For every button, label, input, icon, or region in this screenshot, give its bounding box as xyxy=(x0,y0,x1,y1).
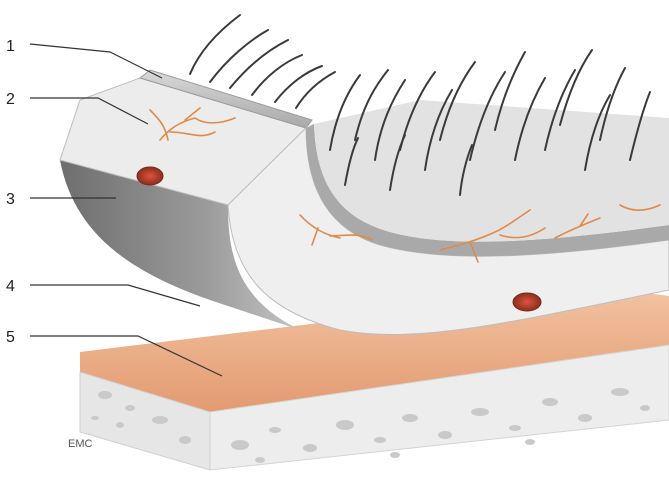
callout-4: 4 xyxy=(6,278,15,295)
callout-5: 5 xyxy=(6,329,15,346)
leader-4 xyxy=(30,285,200,306)
callout-3: 3 xyxy=(6,191,15,208)
vessel-section-right xyxy=(513,293,541,311)
vessel-section-left xyxy=(137,167,163,185)
credit-mark: EMC xyxy=(68,438,93,450)
callout-numbers: 1 2 3 4 5 xyxy=(6,38,15,346)
leader-1 xyxy=(30,44,162,78)
callout-1: 1 xyxy=(6,38,15,55)
callout-2: 2 xyxy=(6,91,15,108)
skin-surface xyxy=(314,100,669,242)
